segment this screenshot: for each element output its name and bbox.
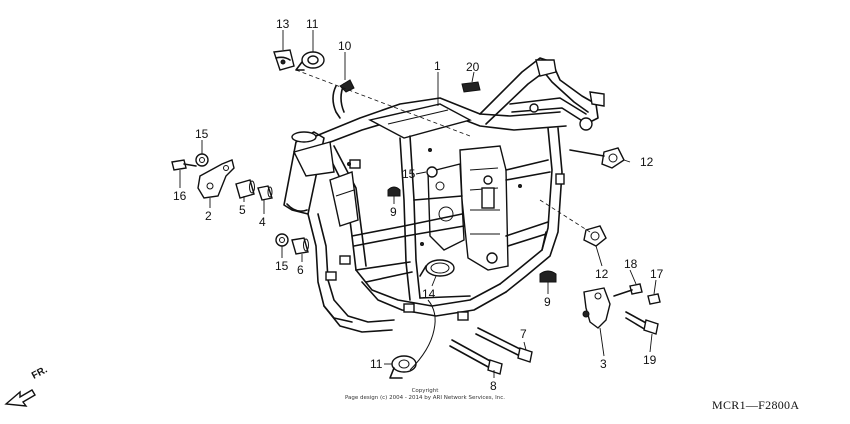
callout-17: 17 (650, 267, 664, 281)
callout-5: 5 (239, 203, 246, 217)
front-arrow-icon (4, 389, 36, 407)
wire-harness (409, 299, 436, 371)
callout-8: 8 (490, 379, 497, 393)
part-15-washer-lower (275, 233, 289, 247)
part-9-cap-center (387, 186, 401, 197)
part-12-clamp-upper (569, 147, 625, 169)
leader-lines (179, 30, 657, 378)
part-15-washer-center (426, 166, 438, 178)
part-4-collar (257, 185, 273, 201)
part-6-collar (291, 237, 309, 255)
part-16-bolt (171, 159, 197, 171)
copyright-line-1: Copyright (411, 388, 439, 394)
part-9-cap-right (539, 270, 557, 283)
main-frame (283, 57, 605, 333)
part-2-bracket (197, 159, 235, 199)
part-18-bolt (613, 283, 643, 297)
part-8-bolt (449, 339, 503, 375)
callout-4: 4 (259, 215, 266, 229)
part-7-bolt (475, 327, 533, 363)
callout-11a: 11 (306, 17, 319, 31)
part-19-bolt (625, 311, 659, 335)
part-14-band (419, 259, 455, 277)
callout-3: 3 (600, 357, 607, 371)
callout-15a: 15 (195, 127, 209, 141)
copyright-notice: Copyright Page design (c) 2004 - 2014 by… (300, 388, 550, 402)
part-5-collar (235, 179, 255, 199)
part-20-plate (461, 81, 481, 93)
part-17-bolt (647, 293, 661, 305)
callout-labels: 1 2 3 4 5 6 7 8 9 9 10 11 11 12 12 13 14… (173, 17, 664, 393)
part-10-strap (332, 79, 355, 119)
callout-1: 1 (434, 59, 441, 73)
callout-18: 18 (624, 257, 638, 271)
callout-10: 10 (338, 39, 352, 53)
callout-15b: 15 (402, 167, 416, 181)
diagram-code: MCR1—F2800A (712, 398, 800, 412)
callout-6: 6 (297, 263, 304, 277)
callout-14: 14 (422, 287, 436, 301)
callout-2: 2 (205, 209, 212, 223)
callout-9b: 9 (544, 295, 551, 309)
part-12-clamp-lower (583, 225, 607, 247)
callout-7: 7 (520, 327, 527, 341)
part-13-clip (273, 49, 295, 71)
callout-13: 13 (276, 17, 290, 31)
callout-16: 16 (173, 189, 187, 203)
part-11-clamp-top (295, 51, 325, 71)
callout-20: 20 (466, 60, 480, 74)
callout-12a: 12 (640, 155, 654, 169)
callout-19: 19 (643, 353, 657, 367)
part-15-washer-left (195, 153, 209, 167)
callout-15c: 15 (275, 259, 289, 273)
copyright-line-2: Page design (c) 2004 - 2014 by ARI Netwo… (344, 395, 506, 401)
callout-9a: 9 (390, 205, 397, 219)
callout-11b: 11 (370, 357, 383, 371)
callout-12b: 12 (595, 267, 609, 281)
part-11-clamp-bottom (389, 355, 417, 379)
part-3-bracket (582, 287, 611, 329)
